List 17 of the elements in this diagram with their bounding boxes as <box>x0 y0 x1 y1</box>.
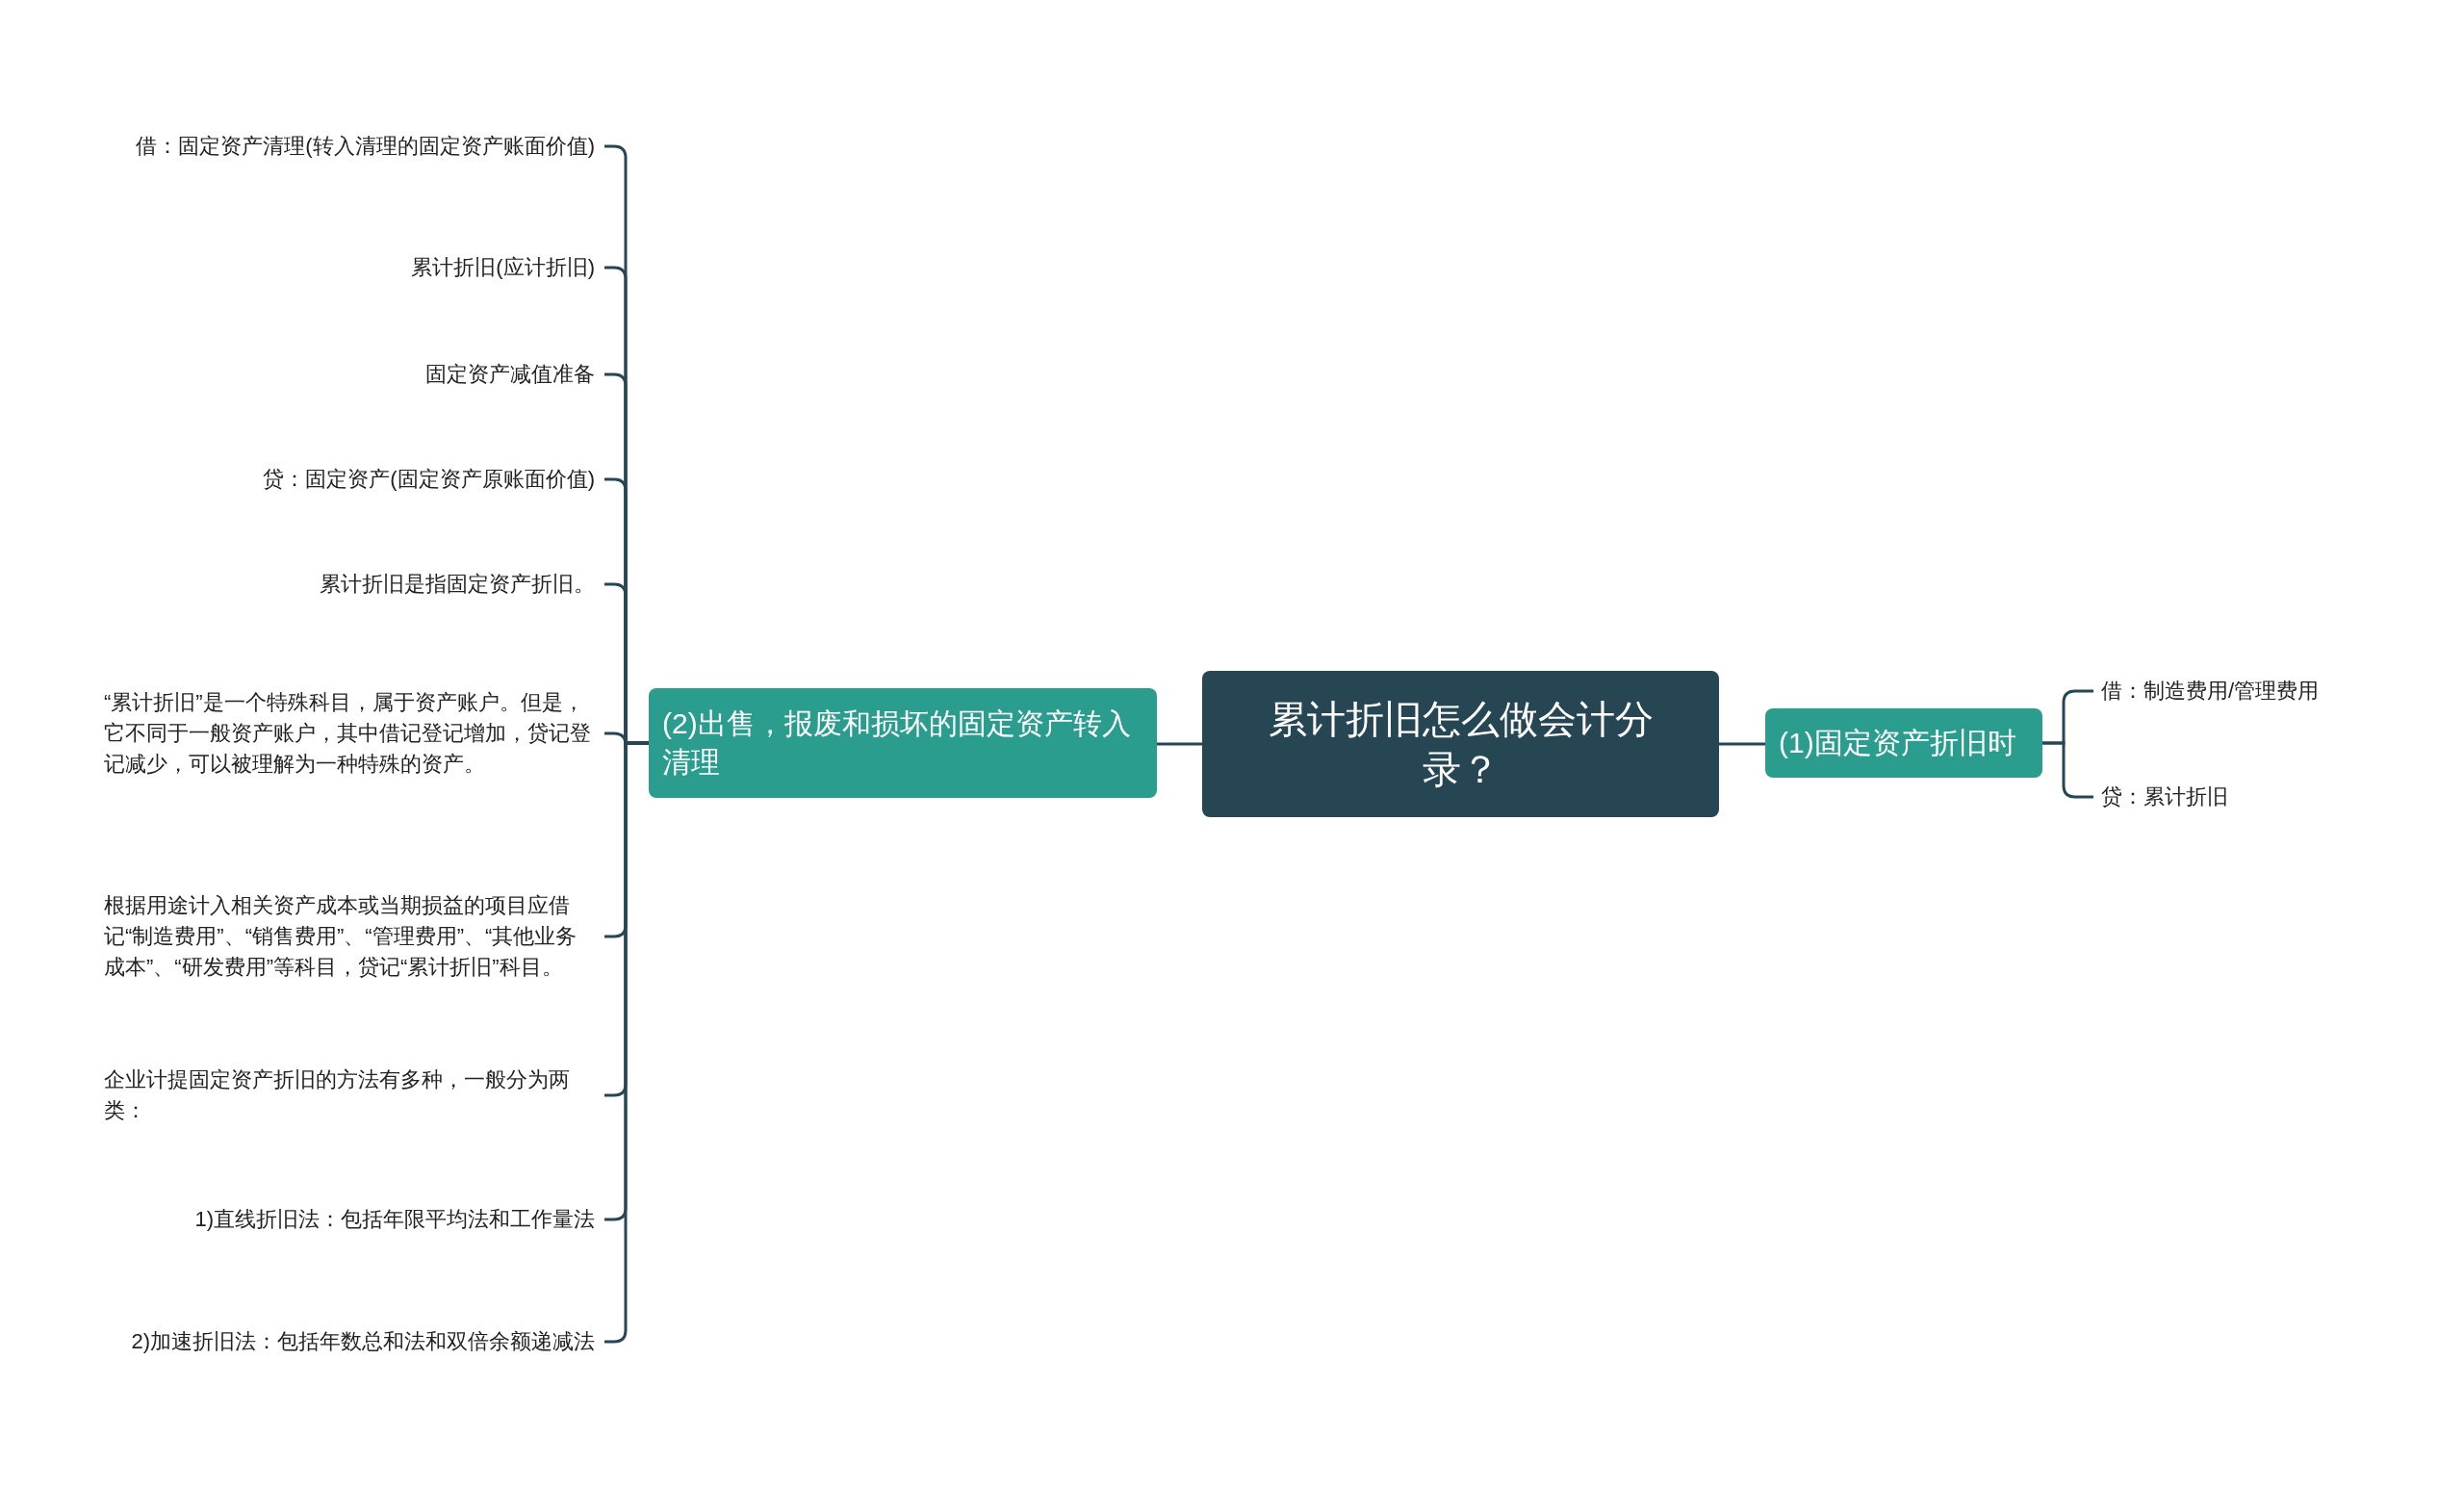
connector-line <box>1719 742 1765 746</box>
leaf-text: 贷：固定资产(固定资产原账面价值) <box>263 464 604 495</box>
leaf-text: “累计折旧”是一个特殊科目，属于资产账户。但是，它不同于一般资产账户，其中借记登记增加，贷记登记减少，可以被理解为一种特殊的资产。 <box>104 687 604 780</box>
leaf-text: 累计折旧(应计折旧) <box>411 252 604 283</box>
leaf-text: 借：制造费用/管理费用 <box>2093 676 2320 706</box>
leaf-text: 1)直线折旧法：包括年限平均法和工作量法 <box>194 1204 604 1235</box>
leaf-text: 固定资产减值准备 <box>425 359 604 390</box>
branch-topic-box: (2)出售，报废和损坏的固定资产转入清理 <box>649 688 1157 798</box>
branch-topic-box: (1)固定资产折旧时 <box>1765 708 2042 778</box>
leaf-text: 根据用途计入相关资产成本或当期损益的项目应借记“制造费用”、“销售费用”、“管理费用”、“其他业务成本”、“研发费用”等科目，贷记“累计折旧”科目。 <box>104 890 604 983</box>
leaf-text: 贷：累计折旧 <box>2093 782 2228 812</box>
leaf-text: 累计折旧是指固定资产折旧。 <box>320 569 604 600</box>
connector-line <box>1157 742 1202 746</box>
leaf-text: 2)加速折旧法：包括年数总和法和双倍余额递减法 <box>131 1326 604 1357</box>
leaf-text: 企业计提固定资产折旧的方法有多种，一般分为两类： <box>104 1065 604 1126</box>
root-topic-box: 累计折旧怎么做会计分录？ <box>1202 671 1719 817</box>
leaf-text: 借：固定资产清理(转入清理的固定资产账面价值) <box>136 131 604 162</box>
